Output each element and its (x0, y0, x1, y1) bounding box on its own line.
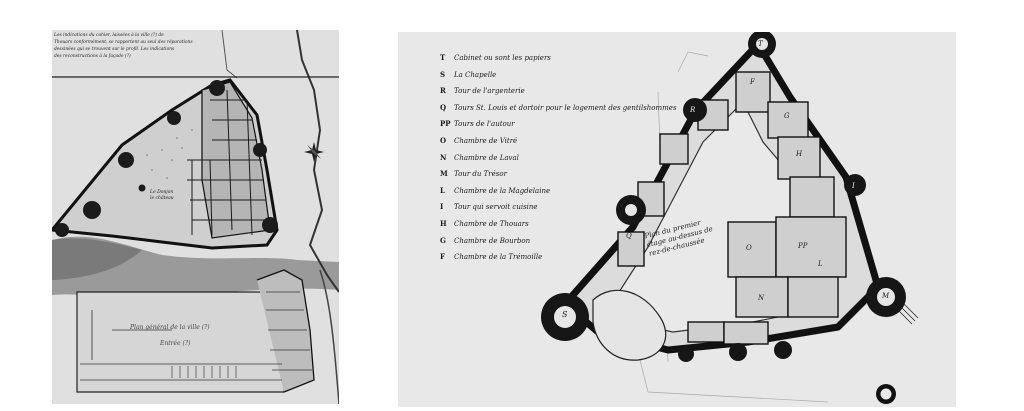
annotation-line: Thouars conformément, se rapportent au s… (54, 40, 193, 45)
room-letter: I (852, 182, 855, 190)
legend-letter: T (440, 53, 446, 62)
legend-letter: S (440, 69, 446, 79)
room-letter: G (784, 112, 790, 120)
compass-rose-icon (304, 142, 324, 162)
legend-text: Tours de l'autour (454, 120, 515, 129)
room-letter: N (758, 294, 765, 302)
room-letter: M (882, 292, 890, 300)
legend-item: M Tour du Trésor (440, 166, 677, 183)
room-letter: L (818, 260, 823, 268)
legend-text: Tour de l'argenterie (454, 87, 525, 96)
room-letter: H (796, 150, 803, 158)
right-plan-image: T Cabinet ou sont les papiers S La Chapell… (398, 32, 956, 407)
legend-text: Tour du Trésor (454, 170, 507, 179)
legend-item: Q Tours St. Louis et dortoir pour le loge… (440, 100, 677, 117)
left-plan-annotation: Les indications du cahier, laissées à la… (54, 32, 336, 60)
legend-text: Chambre de la Magdelaine (454, 186, 551, 195)
lower-town-label-line: Plan général de la ville (?) (130, 324, 210, 331)
left-plan-image: Les indications du cahier, laissées à la… (52, 30, 339, 404)
legend-text: Tour qui servoit cuisine (454, 203, 538, 212)
annotation-line: Les indications du cahier, laissées à la… (54, 33, 164, 38)
courtyard-label-line: le château (150, 196, 174, 201)
legend-letter: Q (440, 102, 447, 112)
lower-town-label: Plan général de la ville (?) Entrée (?) (130, 320, 210, 352)
legend-text: Chambre de Bourbon (454, 236, 531, 245)
legend-item: O Chambre de Vitré (440, 133, 677, 150)
legend-item: T Cabinet ou sont les papiers (440, 50, 677, 67)
legend-letter: O (440, 135, 447, 145)
plan-legend: T Cabinet ou sont les papiers S La Chapell… (440, 50, 677, 266)
legend-letter: F (440, 252, 445, 262)
room-letter: S (562, 310, 568, 319)
lower-town-label-line: Entrée (?) (160, 340, 191, 347)
legend-text: Cabinet ou sont les papiers (454, 54, 551, 62)
room-letter: F (750, 78, 755, 86)
room-letter: O (746, 244, 752, 252)
annotation-line: des reconstructions à la façade (?) (54, 54, 131, 59)
legend-item: G Chambre de Bourbon (440, 233, 677, 250)
legend-item: L Chambre de la Magdelaine (440, 183, 677, 200)
legend-letter: H (440, 218, 447, 228)
legend-text: Chambre de Thouars (454, 219, 529, 228)
legend-item: N Chambre de Laval (440, 150, 677, 167)
legend-letter: N (440, 152, 447, 162)
legend-item: R Tour de l'argenterie (440, 83, 677, 100)
annotation-line: dessinées qui se trouvent sur le profil.… (54, 47, 175, 52)
legend-item: I Tour qui servoit cuisine (440, 199, 677, 216)
legend-text: Chambre de Laval (454, 153, 519, 162)
room-letter: T (758, 40, 763, 48)
legend-text: Chambre de Vitré (454, 136, 518, 145)
legend-letter: L (440, 185, 445, 195)
legend-text: Tours St. Louis et dortoir pour le logem… (454, 103, 677, 112)
legend-text: La Chapelle (454, 70, 497, 79)
legend-letter: I (440, 202, 444, 212)
legend-letter: PP (440, 119, 451, 129)
room-letter: R (690, 106, 696, 114)
scale-circle-icon (876, 384, 896, 404)
room-letter: Q (626, 232, 632, 240)
legend-item: H Chambre de Thouars (440, 216, 677, 233)
legend-item: F Chambre de la Trémoille (440, 249, 677, 266)
left-plan-drawing (52, 30, 339, 404)
courtyard-label-line: Le Donjon (150, 190, 174, 195)
right-plan-drawing (398, 32, 956, 407)
legend-letter: M (440, 169, 448, 179)
legend-item: S La Chapelle (440, 67, 677, 84)
legend-letter: R (440, 86, 446, 96)
room-letter: PP (798, 242, 808, 250)
legend-text: Chambre de la Trémoille (454, 253, 543, 262)
courtyard-label: Le Donjon le château (150, 190, 174, 202)
legend-letter: G (440, 235, 446, 245)
